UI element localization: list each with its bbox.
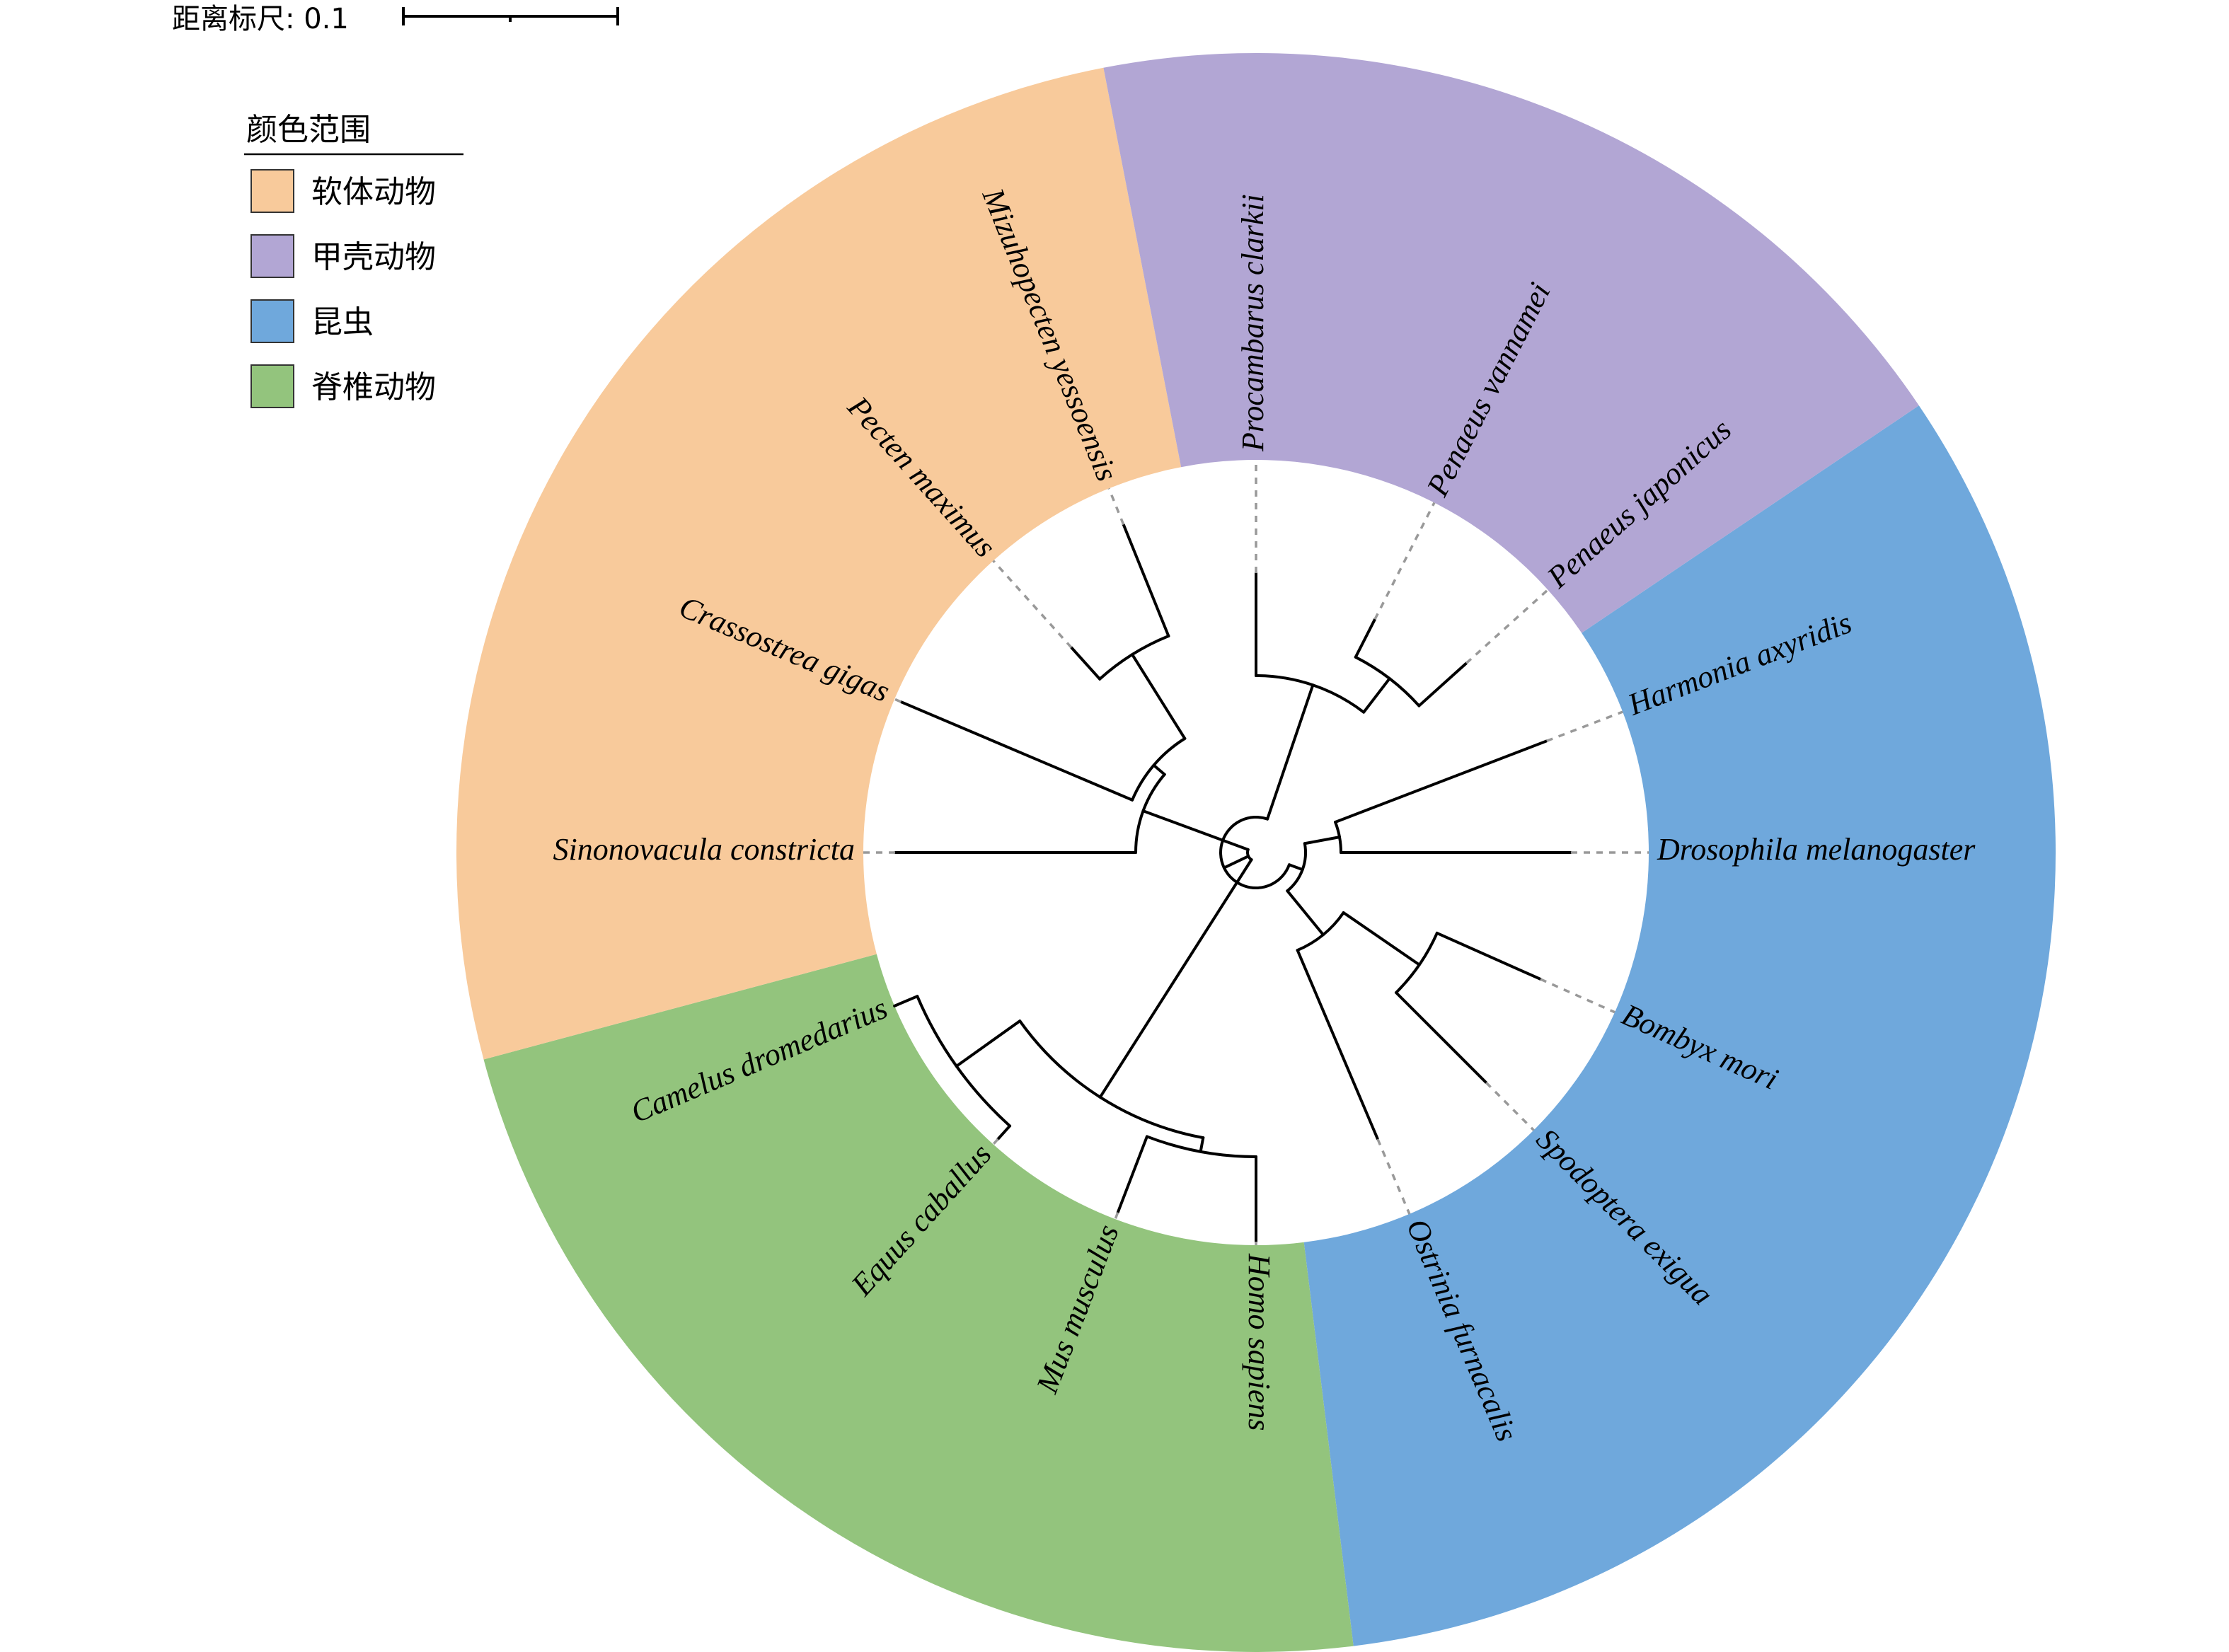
legend-label-crustacea: 甲壳动物	[311, 239, 436, 275]
internal-branch	[1342, 911, 1421, 966]
internal-branch	[955, 1019, 1022, 1068]
clade-arc	[1098, 635, 1170, 681]
internal-branch	[1199, 1136, 1205, 1153]
internal-branch	[1222, 855, 1250, 870]
clade-arc	[1145, 1135, 1257, 1158]
leaf-label-dm: Drosophila melanogaster	[1657, 832, 1976, 867]
scale-bar-label: 距离标尺: 0.1	[172, 3, 349, 35]
branch-my	[1122, 523, 1170, 638]
leader-bm	[1540, 978, 1615, 1014]
branch-ha	[1334, 739, 1548, 824]
legend-label-insect: 昆虫	[311, 304, 374, 340]
legend-swatch-crustacea	[250, 234, 294, 278]
internal-branch	[1303, 836, 1341, 845]
branch-cg	[899, 700, 1134, 802]
internal-branch	[1155, 814, 1250, 851]
color-range-ring	[456, 52, 2056, 1652]
branch-mm	[1116, 1135, 1148, 1214]
sector-crustacea	[1103, 52, 1919, 633]
legend-label-vertebrate: 脊椎动物	[311, 369, 436, 405]
leader-ha	[1546, 710, 1623, 742]
leaf-label-pc: Procambarus clarkii	[1236, 194, 1270, 452]
branch-se	[1394, 990, 1488, 1085]
clade-arc	[1219, 816, 1291, 889]
internal-branch	[1362, 677, 1391, 714]
legend-swatch-insect	[250, 299, 294, 343]
branch-pv	[1354, 618, 1376, 659]
clade-arc	[1296, 911, 1345, 952]
internal-branch	[1287, 863, 1304, 872]
leader-my	[1107, 487, 1125, 526]
clade-arc	[916, 995, 1012, 1128]
clade-arc	[1131, 737, 1187, 802]
leader-pm	[992, 560, 1073, 649]
leader-of	[1376, 1138, 1411, 1215]
leaf-label-sc: Sinonovacula constricta	[553, 832, 856, 867]
clade-arc	[1255, 674, 1366, 714]
clade-arc	[1354, 655, 1421, 707]
branch-cd	[893, 995, 919, 1007]
branch-pj	[1417, 662, 1468, 707]
legend-label-mollusc: 软体动物	[311, 174, 436, 210]
tree-branches	[893, 523, 1572, 1243]
sector-mollusc	[456, 67, 1182, 1060]
branch-ec	[996, 1124, 1012, 1141]
clade-arc	[1394, 931, 1439, 994]
sector-insect	[1303, 405, 2056, 1646]
leader-cg	[894, 698, 902, 703]
legend-swatch-vertebrate	[250, 364, 294, 408]
sector-vertebrate	[483, 954, 1354, 1652]
leader-pv	[1373, 502, 1436, 620]
root-arc	[1246, 848, 1253, 862]
internal-branch	[1131, 653, 1187, 740]
internal-branch	[1141, 809, 1158, 818]
leader-pj	[1465, 589, 1549, 664]
leaf-leader-lines	[863, 460, 1649, 1245]
internal-branch	[1152, 763, 1166, 776]
clade-arc	[1018, 1019, 1205, 1140]
internal-branch	[1129, 858, 1253, 1051]
clade-arc	[1134, 773, 1166, 854]
leaf-label-hs: Homo sapiens	[1242, 1253, 1277, 1431]
internal-branch	[1098, 1048, 1132, 1099]
internal-branch	[1286, 889, 1325, 937]
branch-bm	[1435, 931, 1542, 981]
clade-arc	[1286, 842, 1307, 893]
internal-branch	[1266, 683, 1315, 821]
legend-swatch-mollusc	[250, 169, 294, 213]
leader-mm	[1114, 1212, 1119, 1220]
branch-pm	[1070, 646, 1102, 681]
leader-se	[1485, 1082, 1535, 1131]
leader-ec	[992, 1138, 999, 1145]
branch-of	[1296, 949, 1379, 1141]
legend-title: 颜色范围	[246, 112, 371, 148]
scale-bar: 距离标尺: 0.1	[172, 3, 619, 35]
